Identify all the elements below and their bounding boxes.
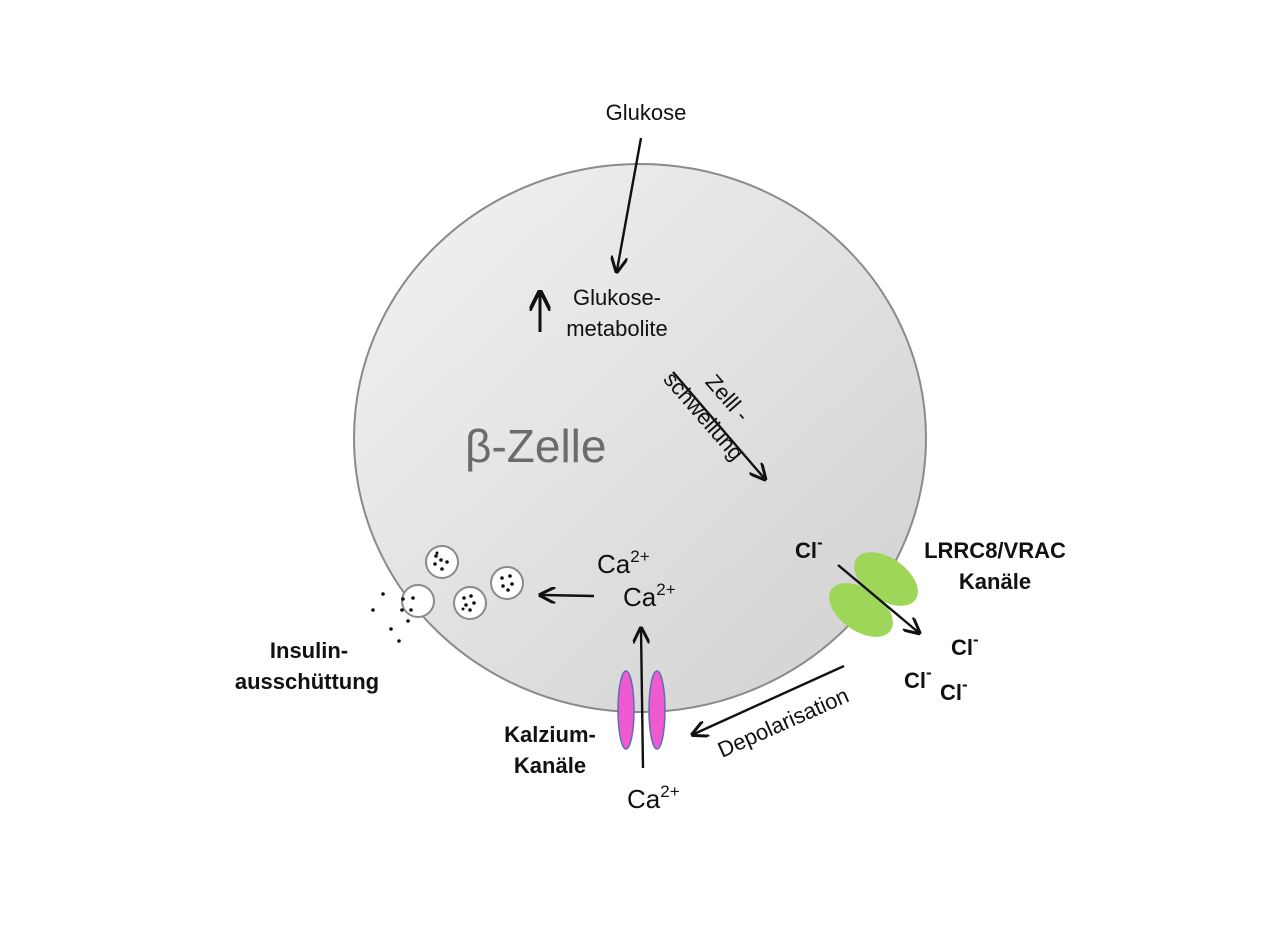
insulin-vesicle-1 (425, 545, 459, 579)
calcium-channels-label-line2: Kanäle (514, 753, 586, 778)
vrac-label-line2: Kanäle (959, 569, 1031, 594)
insulin-vesicle-fusing (401, 584, 435, 618)
metabolites-label-line2: metabolite (566, 316, 668, 341)
chloride-ion-outside-2: Cl- (904, 663, 932, 693)
calcium-channel-right (648, 670, 666, 750)
cell-label: β-Zelle (465, 420, 606, 472)
calcium-channel-left (617, 670, 635, 750)
beta-cell-body (353, 163, 927, 713)
calcium-ion-inside-2: Ca2+ (623, 580, 676, 612)
vrac-label-line1: LRRC8/VRAC (924, 538, 1066, 563)
insulin-vesicle-2 (490, 566, 524, 600)
chloride-efflux-arrow (837, 564, 918, 632)
chloride-ion-inside: Cl- (795, 533, 823, 563)
calcium-influx-arrow (641, 630, 643, 769)
depolarisation-arrow (694, 664, 845, 734)
chloride-ion-outside-3: Cl- (940, 675, 968, 705)
released-insulin-granules (371, 592, 415, 643)
exocytosis-arrow (542, 595, 595, 596)
glucose-label: Glukose (606, 100, 687, 125)
insulin-release-label-line2: ausschüttung (235, 669, 379, 694)
metabolites-label-line1: Glukose- (573, 285, 661, 310)
calcium-channels-label-line1: Kalzium- (504, 722, 596, 747)
calcium-ion-inside-1: Ca2+ (597, 547, 650, 579)
calcium-ion-outside: Ca2+ (627, 782, 680, 814)
glucose-arrow (617, 137, 643, 270)
insulin-vesicle-3 (453, 586, 487, 620)
insulin-release-label-line1: Insulin- (270, 638, 348, 663)
chloride-ion-outside-1: Cl- (951, 630, 979, 660)
swelling-arrow (672, 371, 764, 478)
